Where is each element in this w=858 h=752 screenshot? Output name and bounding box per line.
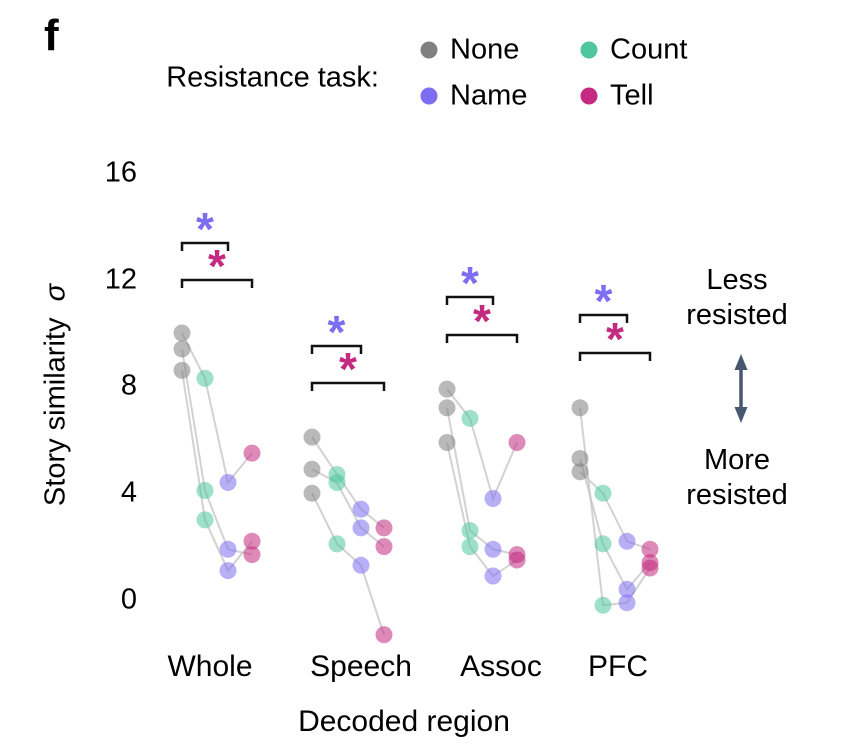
- sig-asterisk-speech-name: *: [328, 306, 346, 358]
- sig-bracket-assoc-name: [445, 295, 495, 305]
- x-axis-title: Decoded region: [298, 705, 510, 738]
- data-point-name: [352, 556, 370, 574]
- y-tick-label-12: 12: [104, 263, 137, 296]
- subject-line-assoc-2: [446, 407, 518, 556]
- data-point-name: [352, 519, 370, 537]
- data-point-count: [328, 535, 346, 553]
- data-point-count: [328, 474, 346, 491]
- data-point-none: [571, 463, 589, 481]
- data-point-count: [461, 409, 479, 427]
- sig-bracket-pfc-tell: [578, 351, 652, 361]
- sig-bracket-speech-name: [310, 344, 363, 354]
- legend-dot-count: [580, 41, 598, 59]
- subject-line-whole-1: [181, 332, 253, 485]
- data-point-name: [219, 540, 237, 558]
- data-point-name: [618, 532, 636, 550]
- data-point-name: [352, 500, 370, 518]
- legend-dot-tell: [580, 87, 598, 105]
- data-point-count: [594, 484, 612, 502]
- sig-asterisk-pfc-tell: *: [606, 313, 624, 365]
- subject-line-whole-2: [181, 348, 253, 556]
- data-point-name: [618, 594, 636, 612]
- data-point-tell: [375, 626, 393, 644]
- subject-line-speech-1: [311, 436, 385, 529]
- data-point-name: [219, 474, 237, 491]
- sig-asterisk-speech-tell: *: [339, 343, 357, 395]
- data-point-none: [571, 450, 589, 467]
- data-point-tell: [508, 551, 526, 569]
- subject-line-whole-3: [181, 370, 253, 573]
- data-point-tell: [243, 546, 261, 564]
- data-point-tell: [641, 540, 659, 558]
- x-tick-label-speech: Speech: [310, 650, 412, 683]
- data-point-name: [219, 562, 237, 580]
- sig-bracket-whole-name: [180, 241, 230, 251]
- data-point-none: [173, 324, 191, 342]
- data-point-name: [618, 580, 636, 598]
- sig-asterisk-assoc-name: *: [461, 257, 479, 309]
- data-point-none: [571, 399, 589, 417]
- sig-bracket-assoc-tell: [445, 333, 519, 343]
- legend-label-count: Count: [610, 33, 688, 66]
- data-point-count: [594, 535, 612, 553]
- sig-asterisk-whole-name: *: [196, 203, 214, 255]
- x-tick-label-assoc: Assoc: [460, 650, 542, 683]
- x-tick-label-pfc: PFC: [588, 650, 648, 683]
- y-tick-label-16: 16: [104, 156, 137, 189]
- y-tick-label-8: 8: [120, 369, 137, 402]
- subject-line-pfc-2: [579, 458, 651, 592]
- data-point-none: [438, 399, 456, 417]
- data-point-tell: [375, 538, 393, 556]
- data-point-count: [461, 538, 479, 556]
- data-point-count: [461, 522, 479, 540]
- data-point-none: [303, 460, 321, 478]
- less-resisted-label: Less resisted: [686, 264, 788, 331]
- sig-asterisk-assoc-tell: *: [473, 295, 491, 347]
- data-point-count: [196, 482, 214, 499]
- data-point-none: [303, 484, 321, 502]
- data-point-none: [173, 340, 191, 358]
- data-point-none: [303, 428, 321, 446]
- legend-label-tell: Tell: [610, 79, 654, 112]
- data-point-tell: [375, 519, 393, 537]
- data-point-name: [484, 490, 502, 507]
- data-point-count: [196, 511, 214, 529]
- sig-bracket-whole-tell: [180, 278, 254, 288]
- data-point-count: [196, 369, 214, 387]
- sig-asterisk-whole-tell: *: [208, 240, 226, 292]
- subject-line-speech-3: [311, 492, 385, 636]
- sig-bracket-speech-tell: [310, 381, 386, 391]
- data-point-none: [438, 380, 456, 398]
- data-point-name: [484, 567, 502, 585]
- sig-bracket-pfc-name: [578, 313, 629, 323]
- data-point-none: [438, 434, 456, 451]
- y-tick-label-4: 4: [120, 476, 137, 509]
- y-tick-label-0: 0: [120, 583, 137, 616]
- legend-dot-name: [420, 87, 438, 105]
- data-point-tell: [641, 554, 659, 572]
- x-tick-label-whole: Whole: [167, 650, 253, 683]
- data-point-tell: [243, 532, 261, 550]
- legend-label-name: Name: [450, 79, 528, 112]
- subject-line-assoc-3: [446, 442, 518, 578]
- sig-asterisk-pfc-name: *: [595, 275, 613, 327]
- subject-line-pfc-1: [579, 407, 651, 607]
- data-point-tell: [508, 434, 526, 451]
- legend-label-none: None: [450, 33, 520, 66]
- data-point-count: [594, 596, 612, 614]
- data-point-name: [484, 540, 502, 558]
- updown-arrow-head-up: [734, 354, 748, 370]
- subject-line-assoc-1: [446, 388, 518, 502]
- legend-dot-none: [420, 41, 438, 59]
- more-resisted-label: More resisted: [686, 444, 788, 511]
- data-point-none: [173, 361, 191, 379]
- legend-title: Resistance task:: [166, 61, 379, 94]
- subject-line-speech-2: [311, 468, 385, 548]
- subject-line-pfc-3: [579, 471, 651, 551]
- panel-letter: f: [44, 11, 59, 60]
- data-point-tell: [243, 444, 261, 462]
- updown-arrow-head-down: [734, 407, 748, 423]
